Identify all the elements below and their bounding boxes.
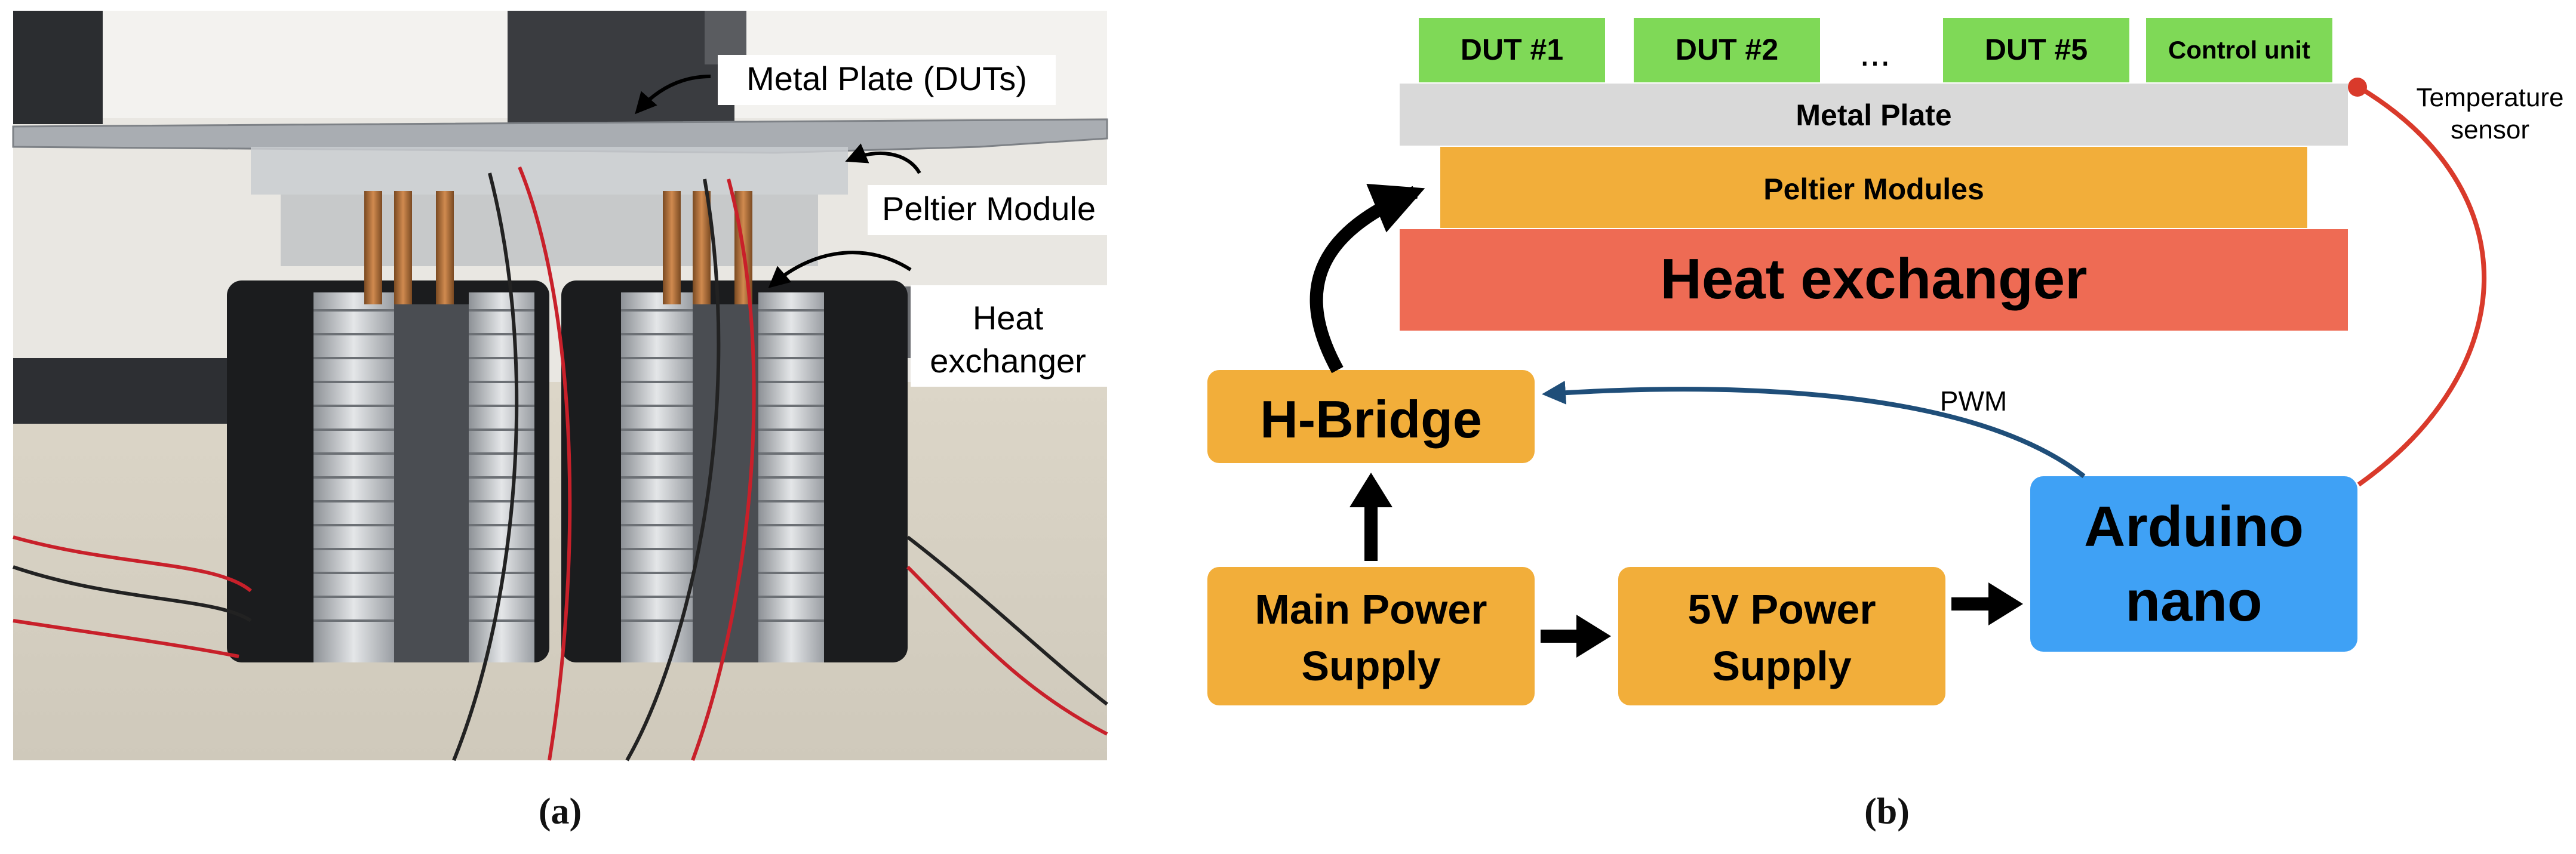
main-power-supply-box [1207,567,1535,705]
pwm-signal-line [1542,380,2086,479]
peltier-modules-label: Peltier Modules [1763,172,1984,206]
temperature-label-line1: Temperature [2416,83,2563,112]
photo-panel: Metal Plate (DUTs) Peltier Module Heat e… [12,11,1108,761]
caption-a: (a) [538,791,582,832]
metal-plate-photo [12,118,1108,154]
h-bridge-label: H-Bridge [1260,390,1482,449]
pwm-label: PWM [1940,386,2007,417]
caption-b: (b) [1864,791,1910,832]
label-peltier-module: Peltier Module [882,190,1096,227]
dut-1-box [1419,18,1605,82]
pointer-heat-exchanger [768,251,912,288]
pointer-metal-plate [635,75,711,115]
control-unit-label: Control unit [2168,36,2310,64]
arrow-main-to-hbridge-head [1350,473,1392,507]
dut-2-label: DUT #2 [1676,33,1778,66]
h-bridge-box [1207,370,1535,463]
monitor-center [508,11,734,124]
arrow-main-to-5v-head [1576,615,1611,658]
dut-5-box [1943,18,2129,82]
monitor-left [13,11,103,124]
arrow-hbridge-to-peltier [1309,184,1425,374]
metal-plate-box [1400,84,2348,146]
arduino-label-line2: nano [2125,569,2262,633]
heat-exchanger-photo [313,292,824,662]
arrow-5v-to-arduino-head [1988,582,2023,625]
heat-exchanger-label: Heat exchanger [1661,247,2088,311]
pointer-peltier [845,143,921,174]
label-box-peltier [868,185,1107,235]
desk-surface [13,382,1107,760]
control-unit-box [2146,18,2332,82]
heat-exchanger-box [1400,229,2348,331]
dut-ellipsis: ... [1859,33,1890,74]
label-metal-plate-duts: Metal Plate (DUTs) [746,60,1027,97]
label-heat: Heat [973,299,1044,337]
label-exchanger: exchanger [930,342,1086,380]
keyboard [13,358,228,424]
dut-1-label: DUT #1 [1461,33,1563,66]
temperature-sensor-line [2357,85,2486,487]
heat-pipes [364,191,752,304]
5v-power-label-line2: Supply [1712,643,1851,689]
5v-power-supply-box [1618,567,1945,705]
main-power-label-line1: Main Power [1255,586,1487,633]
peltier-modules-box [1440,147,2307,228]
dut-2-box [1634,18,1820,82]
block-diagram: DUT #1 DUT #2 ... DUT #5 Control unit Me… [1207,18,2564,705]
label-box-metal-plate [718,55,1056,105]
arduino-nano-box [2030,476,2357,652]
dut-5-label: DUT #5 [1985,33,2088,66]
metal-plate-label: Metal Plate [1796,98,1951,132]
wires [13,166,1108,761]
label-box-heat-exchanger [911,285,1107,387]
peltier-module-photo [251,147,848,195]
arduino-label-line1: Arduino [2084,495,2304,559]
temperature-sensor-dot [2348,78,2367,97]
main-power-label-line2: Supply [1301,643,1440,689]
temperature-label-line2: sensor [2451,115,2529,144]
5v-power-label-line1: 5V Power [1687,586,1876,633]
